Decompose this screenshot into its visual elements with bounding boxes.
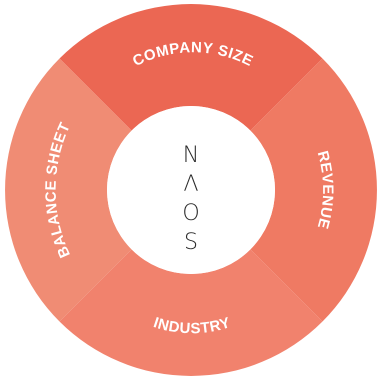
segment-revenue — [250, 58, 377, 322]
segment-industry — [59, 249, 323, 376]
center-circle — [107, 106, 275, 274]
logo-letter-1: N — [183, 143, 199, 168]
logo-letter-2: Λ — [183, 172, 198, 197]
ring-segments — [5, 4, 377, 376]
segment-label-revenue: REVENUE — [314, 149, 336, 231]
segment-label-industry: INDUSTRY — [151, 314, 232, 337]
segment-balance-sheet — [5, 58, 132, 322]
logo-letter-4: S — [184, 230, 198, 255]
logo-letter-3: O — [182, 201, 199, 226]
segment-company-size — [59, 4, 323, 131]
naos-logo: N Λ O S — [182, 143, 199, 255]
